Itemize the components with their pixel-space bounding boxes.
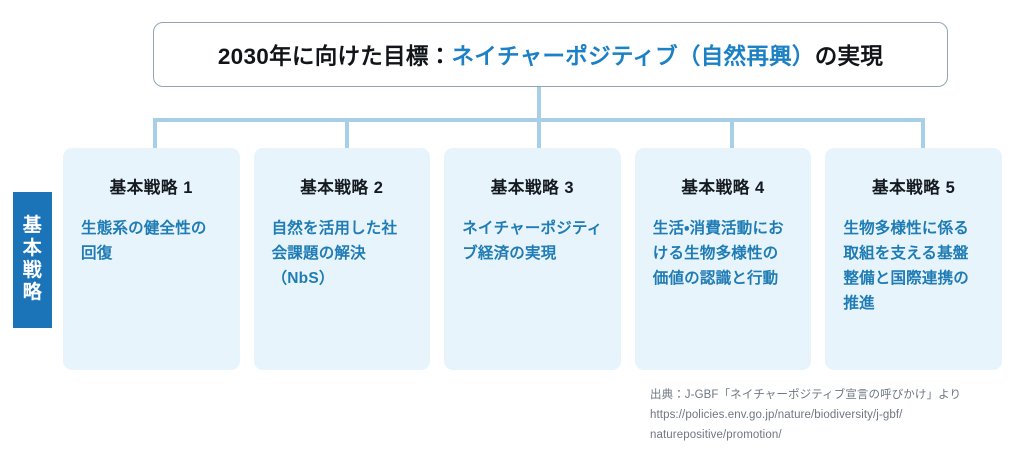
strategy-card-5[interactable]: 基本戦略 5 生物多様性に係る取組を支える基盤整備と国際連携の推進 (825, 148, 1002, 370)
goal-title-suffix: の実現 (814, 43, 884, 69)
section-badge-char-2: 本 (22, 237, 43, 259)
strategy-card-3-body: ネイチャーポジティブ経済の実現 (462, 220, 603, 263)
strategy-card-5-body: 生物多様性に係る取組を支える基盤整備と国際連携の推進 (843, 220, 969, 313)
goal-title-box: 2030年に向けた目標：ネイチャーポジティブ（自然再興）の実現 (153, 22, 948, 87)
strategy-card-2[interactable]: 基本戦略 2 自然を活用した社会課題の解決（NbS） (253, 148, 431, 370)
strategy-card-3[interactable]: 基本戦略 3 ネイチャーポジティブ経済の実現 (444, 148, 621, 370)
strategy-card-4[interactable]: 基本戦略 4 生活・消費活動における生物多様性の価値の認識と行動 (634, 148, 812, 370)
goal-title-prefix: 2030年に向けた目標： (217, 43, 452, 69)
goal-title-text: 2030年に向けた目標：ネイチャーポジティブ（自然再興）の実現 (218, 39, 883, 71)
connector-stem (537, 87, 541, 122)
connector-drop-4 (730, 118, 734, 150)
source-citation-line-2[interactable]: https://policies.env.go.jp/nature/biodiv… (650, 408, 903, 421)
connector-drop-3 (537, 118, 541, 150)
strategy-card-1[interactable]: 基本戦略 1 生態系の健全性の回復 (63, 148, 240, 370)
goal-title-accent: ネイチャーポジティブ（自然再興） (451, 43, 815, 69)
strategy-card-row: 基本戦略 1 生態系の健全性の回復 基本戦略 2 自然を活用した社会課題の解決（… (63, 148, 1002, 370)
source-citation: 出典：J-GBF「ネイチャーポジティブ宣言の呼びかけ」より https://po… (650, 386, 1020, 445)
section-badge-char-4: 略 (22, 282, 43, 304)
connector-drop-5 (921, 118, 925, 150)
section-badge-char-1: 基 (22, 215, 43, 237)
strategy-card-1-body: 生態系の健全性の回復 (81, 220, 207, 263)
section-badge-label: 基 本 戦 略 (23, 215, 43, 305)
section-badge-char-3: 戦 (22, 260, 43, 281)
strategy-card-4-heading: 基本戦略 4 (681, 179, 765, 197)
strategy-card-3-heading: 基本戦略 3 (490, 179, 575, 197)
strategy-card-2-heading: 基本戦略 2 (300, 179, 384, 197)
connector-drop-1 (153, 118, 157, 150)
strategy-card-1-heading: 基本戦略 1 (109, 179, 193, 197)
source-citation-line-1: 出典：J-GBF「ネイチャーポジティブ宣言の呼びかけ」より (650, 389, 962, 401)
strategy-card-5-heading: 基本戦略 5 (871, 179, 956, 197)
strategy-card-4-body: 生活・消費活動における生物多様性の価値の認識と行動 (652, 220, 784, 288)
section-badge-basic-strategy: 基 本 戦 略 (13, 192, 52, 328)
source-citation-line-3[interactable]: naturepositive/promotion/ (650, 428, 782, 441)
strategy-card-2-body: 自然を活用した社会課題の解決（NbS） (271, 220, 398, 288)
connector-drop-2 (345, 118, 349, 150)
